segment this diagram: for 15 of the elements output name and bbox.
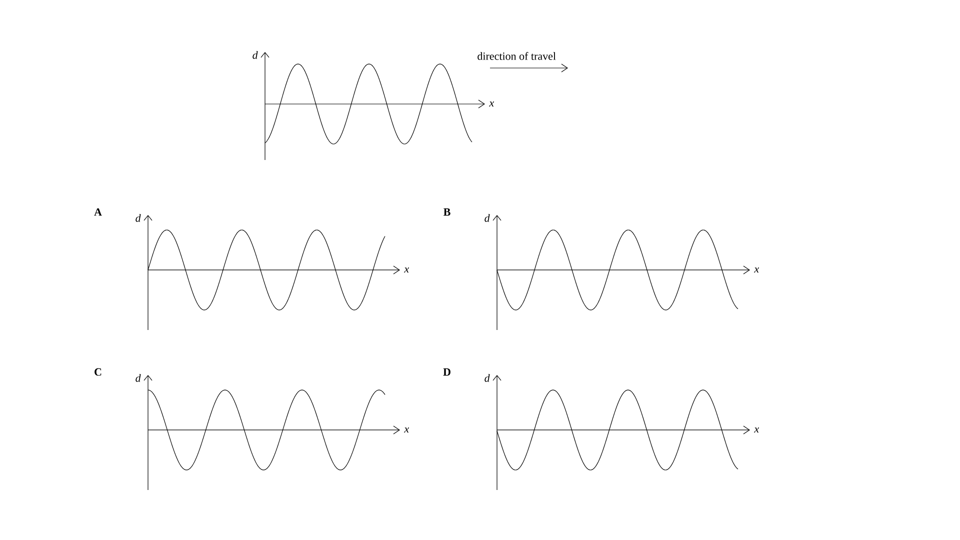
option-letter: A: [94, 208, 102, 216]
direction-label: direction of travel: [478, 52, 556, 60]
axis-label: d: [484, 214, 490, 222]
axis-label: x: [489, 101, 494, 107]
option-letter: D: [443, 368, 450, 376]
axis-label: d: [136, 214, 141, 222]
axis-label: d: [484, 374, 490, 382]
option-letter: C: [94, 368, 102, 376]
axis-label: x: [404, 427, 409, 432]
axis-label: x: [404, 267, 409, 272]
axis-label: d: [252, 51, 258, 59]
axis-label: d: [136, 374, 141, 382]
axis-label: x: [754, 427, 759, 432]
option-letter: B: [444, 208, 450, 216]
axis-label: x: [754, 267, 759, 272]
